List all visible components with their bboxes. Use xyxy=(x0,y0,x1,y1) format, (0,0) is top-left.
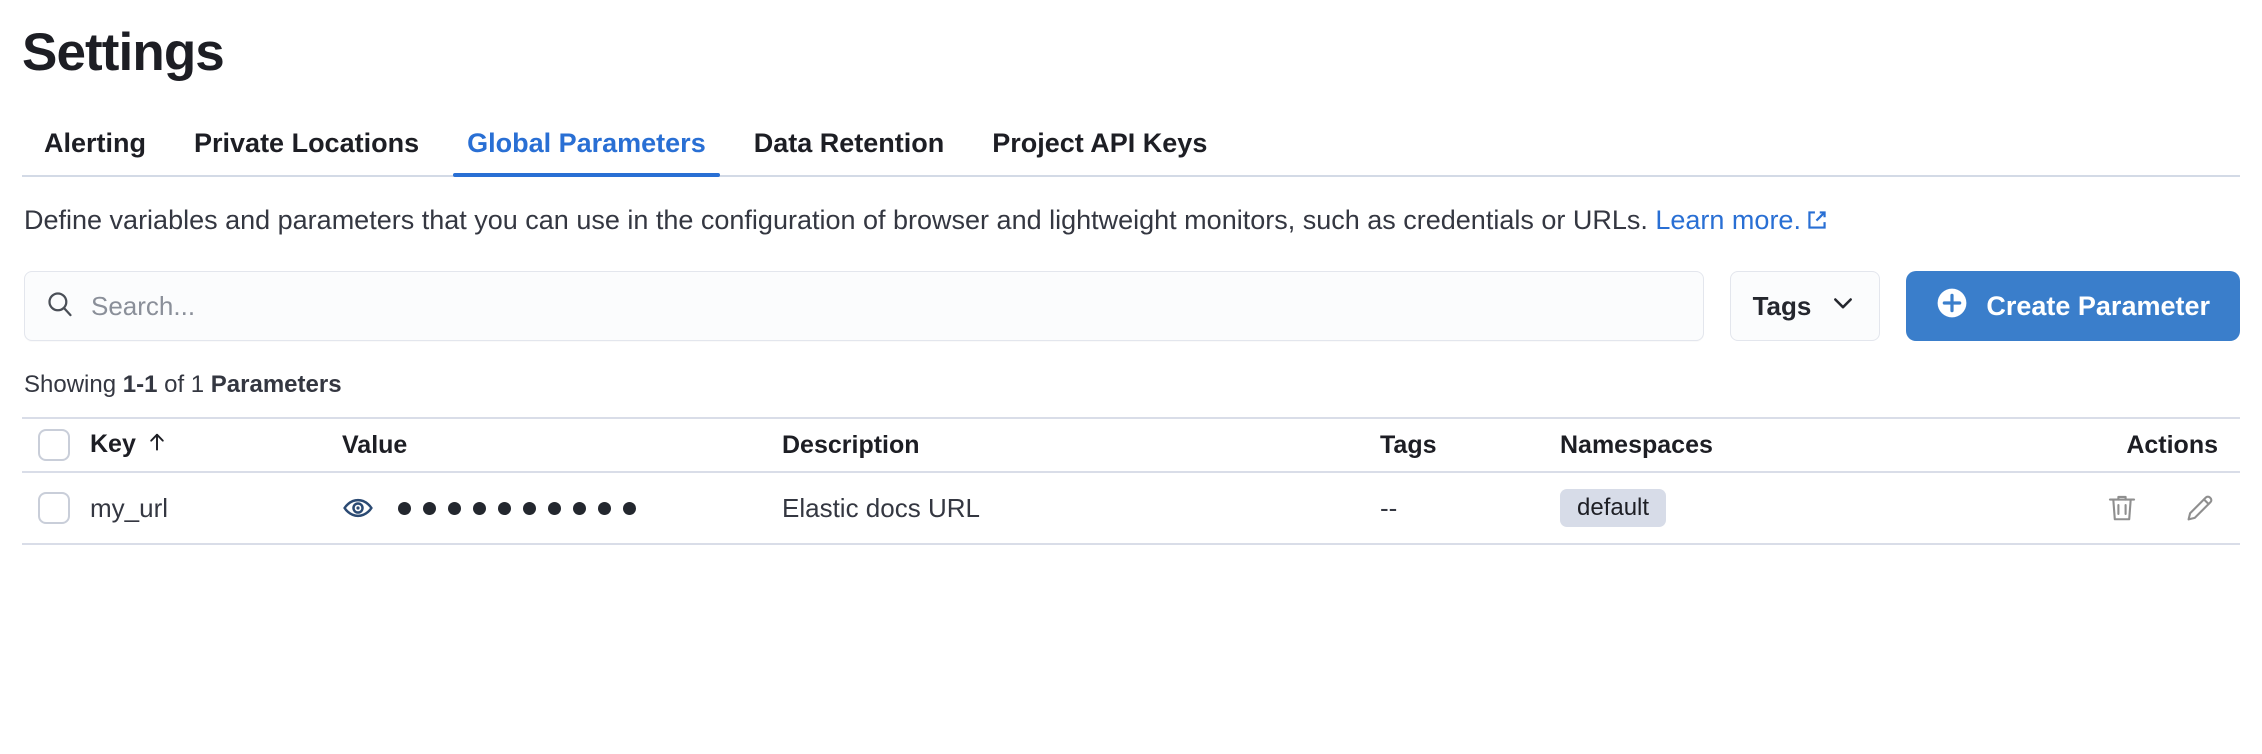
trash-icon[interactable] xyxy=(2104,490,2140,526)
masked-value xyxy=(398,501,636,515)
page-title: Settings xyxy=(22,23,225,82)
column-header-key-label: Key xyxy=(90,430,136,459)
tab-private-locations[interactable]: Private Locations xyxy=(194,128,420,158)
select-all-cell xyxy=(22,429,90,462)
table-header-row: Key Value Description Tags Namespaces Ac… xyxy=(22,417,2240,474)
namespace-badge: default xyxy=(1560,489,1667,528)
showing-prefix: Showing xyxy=(24,371,123,399)
column-header-description: Description xyxy=(782,430,920,459)
column-header-key[interactable]: Key xyxy=(90,430,342,460)
column-header-namespaces: Namespaces xyxy=(1560,430,1713,459)
cell-tags: -- xyxy=(1380,492,1398,523)
column-header-value: Value xyxy=(342,430,408,459)
row-select-cell xyxy=(22,492,90,525)
cell-description: Elastic docs URL xyxy=(782,492,980,523)
learn-more-link[interactable]: Learn more. xyxy=(1655,205,1828,235)
cell-key: my_url xyxy=(90,492,169,523)
cell-namespaces: default xyxy=(1560,489,1980,528)
search-field[interactable] xyxy=(24,271,1704,342)
description-body: Define variables and parameters that you… xyxy=(24,205,1656,235)
select-all-checkbox[interactable] xyxy=(38,429,70,462)
cell-value xyxy=(342,492,782,524)
table-row: my_url Elastic docs URL -- default xyxy=(22,473,2240,546)
parameters-table: Key Value Description Tags Namespaces Ac… xyxy=(22,417,2240,546)
description-text: Define variables and parameters that you… xyxy=(22,203,2202,239)
learn-more-label: Learn more. xyxy=(1655,205,1801,235)
column-header-tags: Tags xyxy=(1380,430,1437,459)
showing-range: 1-1 xyxy=(122,371,158,399)
arrow-up-icon xyxy=(146,431,168,460)
showing-middle: of 1 xyxy=(157,371,211,399)
pencil-icon[interactable] xyxy=(2182,490,2218,526)
plus-circle-icon xyxy=(1936,287,1968,326)
tab-global-parameters[interactable]: Global Parameters xyxy=(443,130,730,177)
tags-filter-button[interactable]: Tags xyxy=(1729,271,1881,342)
tab-project-api-keys[interactable]: Project API Keys xyxy=(992,128,1208,158)
external-link-icon xyxy=(1806,205,1828,239)
eye-icon[interactable] xyxy=(342,492,374,524)
chevron-down-icon xyxy=(1829,289,1857,324)
tab-data-retention[interactable]: Data Retention xyxy=(753,128,945,158)
create-parameter-label: Create Parameter xyxy=(1986,290,2210,321)
create-parameter-button[interactable]: Create Parameter xyxy=(1906,271,2240,342)
showing-unit: Parameters xyxy=(210,371,342,399)
search-input[interactable] xyxy=(91,290,1683,322)
cell-actions xyxy=(1980,490,2240,526)
tags-filter-label: Tags xyxy=(1752,290,1812,321)
controls-row: Tags Create Parameter xyxy=(22,271,2240,342)
tab-alerting[interactable]: Alerting xyxy=(44,128,147,158)
tab-bar: Alerting Private Locations Global Parame… xyxy=(22,115,2240,177)
results-count: Showing 1-1 of 1 Parameters xyxy=(22,371,2240,399)
row-checkbox[interactable] xyxy=(38,492,70,525)
column-header-actions: Actions xyxy=(2126,430,2218,459)
search-icon xyxy=(45,289,75,324)
